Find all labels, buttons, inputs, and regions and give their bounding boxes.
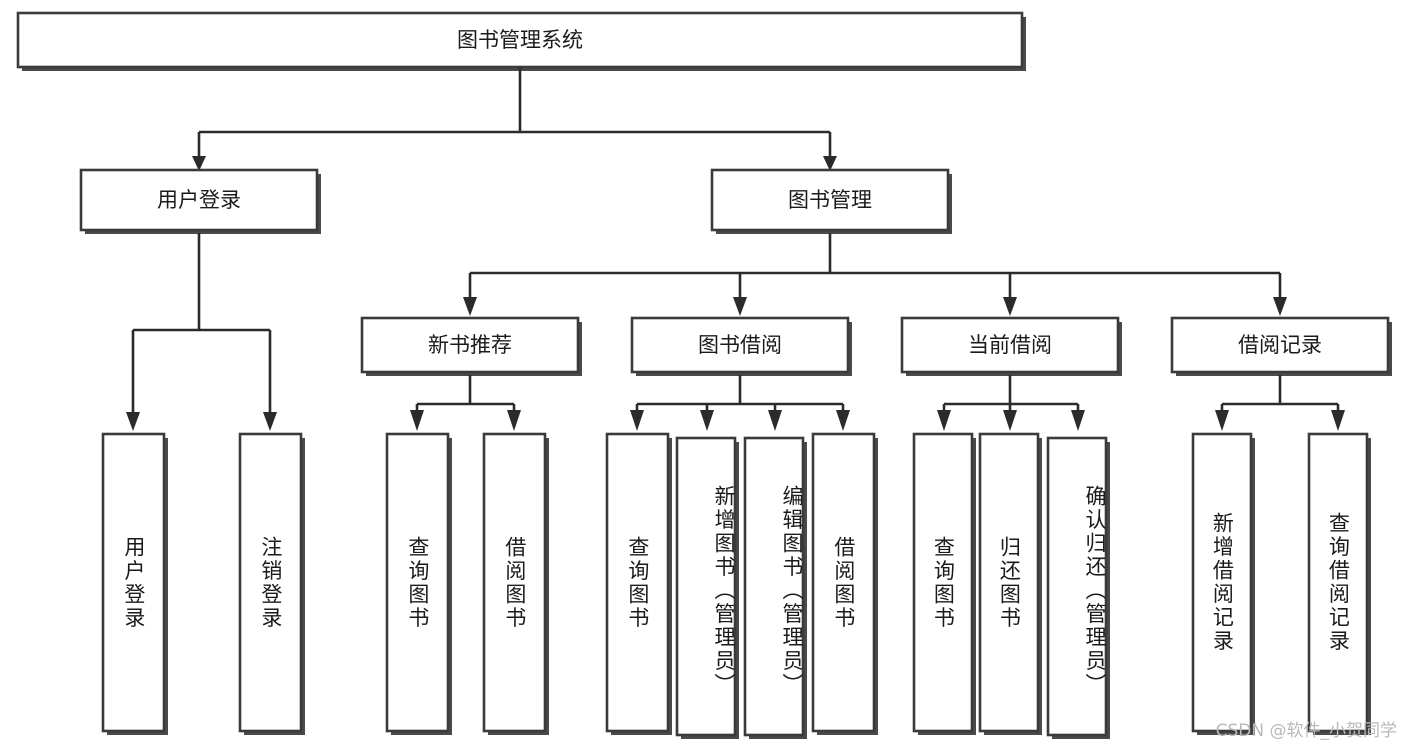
arrow-to-book-management <box>823 156 837 171</box>
node-user-login[interactable] <box>79 168 319 232</box>
node-root[interactable] <box>16 11 1024 69</box>
arrow-to-leaf-borrow-book-1 <box>507 410 521 431</box>
connector-layer <box>126 67 1345 431</box>
node-leaf-return-book[interactable] <box>978 432 1040 733</box>
node-layer: 图书管理系统 用户登录 图书管理 新书推荐 图书借阅 当前借阅 借阅记录 <box>16 11 1392 739</box>
node-leaf-add-record[interactable] <box>1191 432 1253 733</box>
arrow-to-leaf-return-book <box>1003 410 1017 431</box>
arrow-to-leaf-add-record <box>1215 410 1229 431</box>
arrow-to-user-login <box>192 156 206 171</box>
arrow-to-current-borrow <box>1003 297 1017 316</box>
borrow-record-label: 借阅记录 <box>1238 333 1322 357</box>
arrow-to-leaf-edit-book <box>768 410 782 431</box>
book-borrow-label: 图书借阅 <box>698 333 782 357</box>
node-leaf-borrow-book-1[interactable] <box>482 432 547 733</box>
watermark: CSDN @软件_小贺同学 <box>1215 721 1397 741</box>
node-leaf-query-book-1[interactable] <box>385 432 450 733</box>
arrow-to-leaf-add-book <box>700 410 714 431</box>
user-login-label: 用户登录 <box>157 188 241 212</box>
node-leaf-query-record[interactable] <box>1307 432 1369 733</box>
root-label: 图书管理系统 <box>457 28 583 52</box>
node-current-borrow[interactable] <box>900 316 1120 374</box>
node-leaf-user-logout[interactable] <box>238 432 303 733</box>
node-book-management[interactable] <box>710 168 950 232</box>
arrow-to-leaf-user-logout <box>263 412 277 431</box>
book-management-label: 图书管理 <box>788 188 872 212</box>
new-book-recommend-label: 新书推荐 <box>428 333 512 357</box>
arrow-to-leaf-query-record <box>1331 410 1345 431</box>
arrow-to-leaf-confirm-return <box>1071 410 1085 431</box>
arrow-to-leaf-query-book-1 <box>410 410 424 431</box>
node-leaf-add-book[interactable] <box>675 436 737 737</box>
arrow-to-leaf-query-book-3 <box>937 410 951 431</box>
node-new-book-recommend[interactable] <box>360 316 580 374</box>
arrow-to-leaf-borrow-book-2 <box>836 410 850 431</box>
current-borrow-label: 当前借阅 <box>968 333 1052 357</box>
node-leaf-user-login[interactable] <box>101 432 166 733</box>
arrow-to-borrow-record <box>1273 297 1287 316</box>
node-book-borrow[interactable] <box>630 316 850 374</box>
node-leaf-query-book-3[interactable] <box>912 432 974 733</box>
arrow-to-leaf-query-book-2 <box>630 410 644 431</box>
arrow-to-book-borrow <box>733 297 747 316</box>
node-leaf-confirm-return[interactable] <box>1046 436 1108 737</box>
arrow-to-leaf-user-login <box>126 412 140 431</box>
node-leaf-borrow-book-2[interactable] <box>811 432 876 733</box>
arrow-to-new-book-recommend <box>463 297 477 316</box>
node-leaf-query-book-2[interactable] <box>605 432 670 733</box>
node-borrow-record[interactable] <box>1170 316 1390 374</box>
node-leaf-edit-book[interactable] <box>743 436 805 737</box>
